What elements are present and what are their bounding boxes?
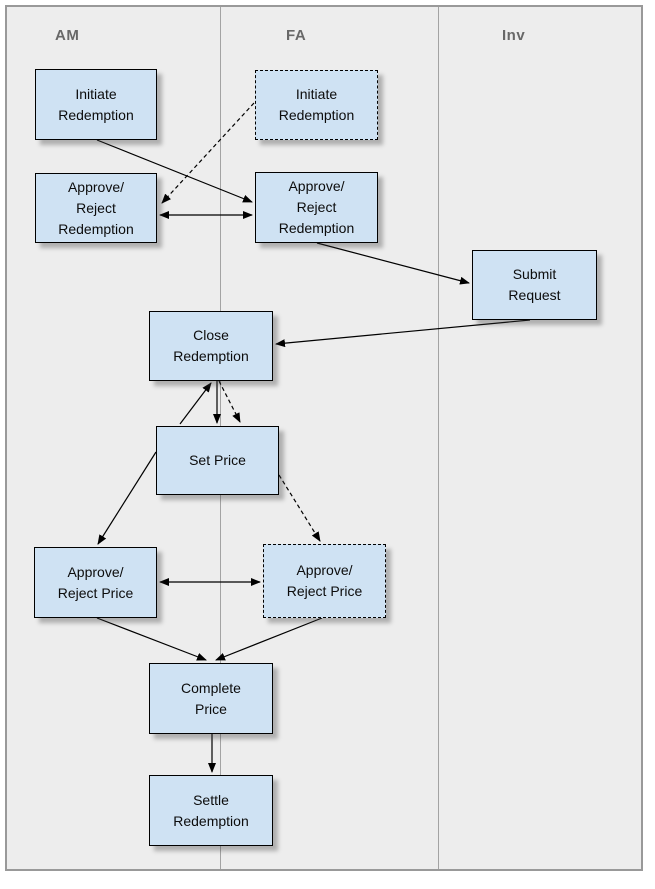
node-set-price: Set Price [156, 426, 279, 495]
node-fa-initiate-redemption: Initiate Redemption [255, 70, 378, 140]
node-label: Approve/ Reject Price [286, 562, 363, 599]
node-label: Set Price [189, 452, 246, 468]
node-close-redemption: Close Redemption [149, 311, 273, 381]
node-fa-approve-reject-price: Approve/ Reject Price [263, 544, 386, 618]
node-complete-price: Complete Price [149, 663, 273, 734]
node-am-approve-reject-price: Approve/ Reject Price [34, 547, 157, 618]
lane-header-fa: FA [286, 27, 307, 44]
lane-header-inv: Inv [502, 27, 526, 44]
node-fa-approve-reject-redemption: Approve/ Reject Redemption [255, 172, 378, 243]
node-inv-submit-request: Submit Request [472, 250, 597, 320]
lane-divider-fa-inv [438, 7, 439, 869]
node-label: Submit Request [508, 266, 561, 303]
node-label: Complete Price [181, 679, 241, 717]
node-label: Approve/ Reject Redemption [278, 178, 355, 236]
node-am-initiate-redemption: Initiate Redemption [35, 69, 157, 140]
node-label: Settle Redemption [173, 791, 249, 829]
node-label: Approve/ Reject Redemption [58, 178, 134, 237]
node-am-approve-reject-redemption: Approve/ Reject Redemption [35, 173, 157, 243]
node-label: Approve/ Reject Price [57, 563, 134, 601]
node-settle-redemption: Settle Redemption [149, 775, 273, 846]
node-label: Close Redemption [173, 327, 249, 364]
node-label: Initiate Redemption [278, 86, 355, 123]
lane-header-am: AM [55, 27, 80, 44]
node-label: Initiate Redemption [58, 85, 134, 123]
